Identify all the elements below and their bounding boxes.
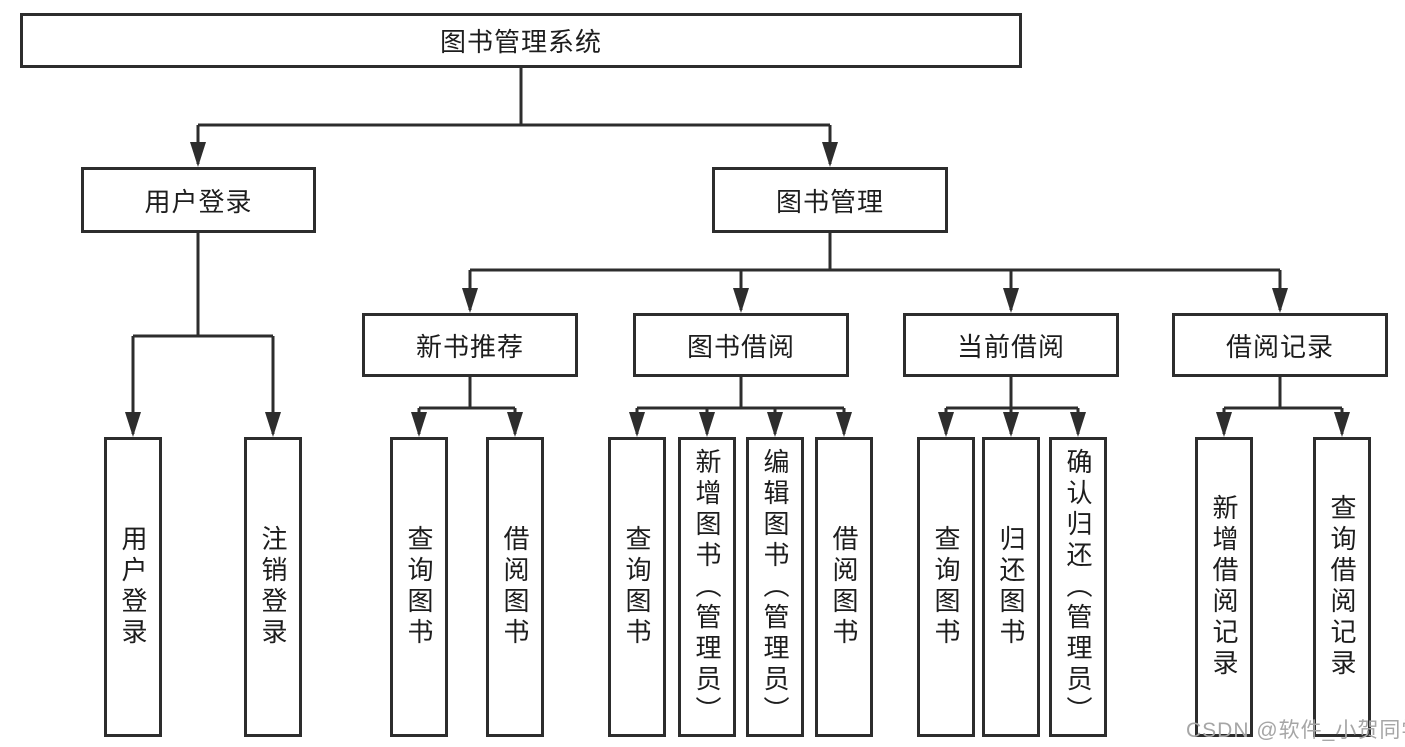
leaf-bb-edit-books-admin: 编辑图书（管理员）	[746, 437, 804, 737]
node-current-borrowing-label: 当前借阅	[956, 331, 1065, 362]
node-new-book-recommend: 新书推荐	[362, 313, 578, 377]
node-book-borrowing-label: 图书借阅	[686, 331, 795, 362]
leaf-cb-return-books-label: 归还图书	[996, 525, 1026, 649]
connector-book-management-to-level3	[462, 233, 1288, 313]
leaf-br-query-borrow-record-label: 查询借阅记录	[1327, 494, 1357, 680]
leaf-bb-query-books: 查询图书	[608, 437, 666, 737]
leaf-bb-borrow-books: 借阅图书	[815, 437, 873, 737]
node-current-borrowing: 当前借阅	[903, 313, 1119, 377]
leaf-cb-confirm-return-admin-label: 确认归还（管理员）	[1063, 447, 1093, 727]
node-new-book-recommend-label: 新书推荐	[415, 331, 524, 362]
connector-current-borrowing-to-leaves	[938, 377, 1086, 437]
leaf-br-add-borrow-record: 新增借阅记录	[1195, 437, 1253, 737]
node-root: 图书管理系统	[20, 13, 1022, 68]
leaf-cb-return-books: 归还图书	[982, 437, 1040, 737]
node-borrow-records: 借阅记录	[1172, 313, 1388, 377]
leaf-nbr-query-books-label: 查询图书	[404, 525, 434, 649]
connector-user-login-to-leaves	[125, 233, 281, 437]
leaf-cb-query-books: 查询图书	[917, 437, 975, 737]
node-borrow-records-label: 借阅记录	[1225, 331, 1334, 362]
leaf-logout-login-label: 注销登录	[258, 525, 288, 649]
node-book-management: 图书管理	[712, 167, 948, 233]
node-book-management-label: 图书管理	[775, 186, 884, 217]
node-root-label: 图书管理系统	[439, 27, 602, 57]
node-user-login-label: 用户登录	[144, 186, 253, 217]
leaf-user-login: 用户登录	[104, 437, 162, 737]
leaf-logout-login: 注销登录	[244, 437, 302, 737]
leaf-br-add-borrow-record-label: 新增借阅记录	[1209, 494, 1239, 680]
leaf-bb-borrow-books-label: 借阅图书	[829, 525, 859, 649]
leaf-bb-add-books-admin: 新增图书（管理员）	[678, 437, 736, 737]
leaf-bb-query-books-label: 查询图书	[622, 525, 652, 649]
leaf-nbr-borrow-books-label: 借阅图书	[500, 525, 530, 649]
leaf-nbr-query-books: 查询图书	[390, 437, 448, 737]
connector-borrow-records-to-leaves	[1216, 377, 1350, 437]
node-user-login: 用户登录	[81, 167, 316, 233]
csdn-watermark: CSDN @软件_小贺同学	[1186, 719, 1405, 742]
leaf-cb-confirm-return-admin: 确认归还（管理员）	[1049, 437, 1107, 737]
leaf-bb-add-books-admin-label: 新增图书（管理员）	[692, 447, 722, 727]
node-book-borrowing: 图书借阅	[633, 313, 849, 377]
leaf-user-login-label: 用户登录	[118, 525, 148, 649]
connector-root-to-level2	[190, 68, 838, 167]
leaf-br-query-borrow-record: 查询借阅记录	[1313, 437, 1371, 737]
connector-book-borrowing-to-leaves	[629, 377, 852, 437]
leaf-cb-query-books-label: 查询图书	[931, 525, 961, 649]
leaf-bb-edit-books-admin-label: 编辑图书（管理员）	[760, 447, 790, 727]
leaf-nbr-borrow-books: 借阅图书	[486, 437, 544, 737]
connector-new-book-recommend-to-leaves	[411, 377, 523, 437]
